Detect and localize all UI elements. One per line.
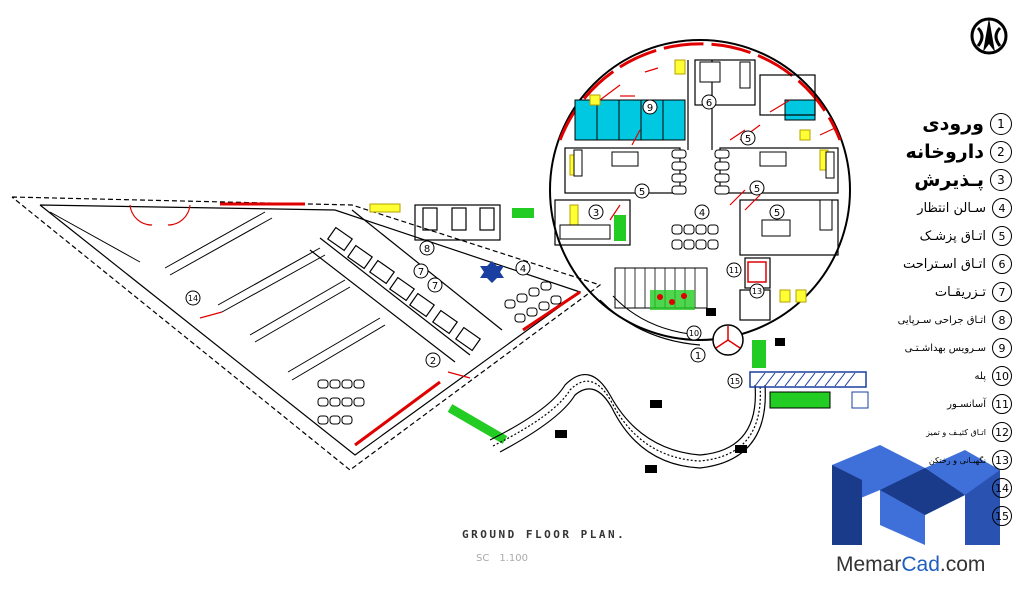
- legend-number: 8: [992, 310, 1012, 330]
- legend-label: نگهبـانی و رختکن: [928, 455, 986, 465]
- legend-label: اتـاق پزشـک: [919, 228, 986, 244]
- legend-label: سـالن انتظار: [917, 200, 986, 216]
- legend-row: 12 اتـاق کثیـف و تمیز: [802, 418, 1012, 446]
- memarcad-logo: [832, 445, 1000, 545]
- svg-text:9: 9: [647, 103, 653, 114]
- legend-number: 10: [992, 366, 1012, 386]
- legend-row: 8 اتـاق جراحی سـرپایی: [802, 306, 1012, 334]
- room-tags: 1 2 3 4 4 5 5 5 5 6 7 7 8 9 10 11 13 14 …: [185, 94, 785, 389]
- svg-text:11: 11: [729, 266, 739, 275]
- svg-text:7: 7: [418, 267, 424, 278]
- svg-text:5: 5: [745, 134, 751, 145]
- legend-number: 5: [992, 226, 1012, 246]
- legend-number: 14: [992, 478, 1012, 498]
- left-wing: [11, 196, 602, 471]
- brand-suffix: .com: [939, 553, 986, 576]
- legend-label: تـزریقـات: [934, 284, 986, 300]
- svg-text:8: 8: [424, 244, 430, 255]
- legend-label: ورودی: [922, 113, 984, 135]
- legend-number: 12: [992, 422, 1012, 442]
- plan-title: GROUND FLOOR PLAN.: [462, 528, 627, 541]
- legend-number: 4: [992, 198, 1012, 218]
- legend-label: اتـاق جراحی سـرپایی: [897, 314, 986, 326]
- north-arrow-icon: [970, 17, 1008, 55]
- svg-text:5: 5: [774, 208, 780, 219]
- scale-prefix: SC: [476, 553, 490, 564]
- brand-main: Memar: [836, 553, 902, 576]
- legend-row: 3 پـذیرش: [802, 166, 1012, 194]
- brand-accent: Cad: [901, 553, 940, 576]
- legend-row: 11 آسانسـور: [802, 390, 1012, 418]
- svg-text:1: 1: [695, 351, 701, 362]
- legend-row: 9 سـرویس بهداشـتـی: [802, 334, 1012, 362]
- scale-value: 1.100: [499, 553, 528, 564]
- svg-text:15: 15: [730, 377, 740, 386]
- legend-row: 13 نگهبـانی و رختکن: [802, 446, 1012, 474]
- legend-label: سـرویس بهداشـتـی: [904, 342, 986, 354]
- svg-text:14: 14: [188, 294, 198, 303]
- legend-label: داروخانه: [905, 141, 985, 163]
- legend-number: 7: [992, 282, 1012, 302]
- svg-text:3: 3: [593, 208, 599, 219]
- landscape: [447, 208, 831, 444]
- svg-text:13: 13: [752, 287, 762, 296]
- svg-text:4: 4: [520, 264, 526, 275]
- legend-row: 6 اتـاق اسـتراحت: [802, 250, 1012, 278]
- svg-text:2: 2: [430, 356, 436, 367]
- legend-number: 13: [992, 450, 1012, 470]
- svg-text:5: 5: [639, 187, 645, 198]
- legend-number: 2: [990, 141, 1012, 163]
- legend-row: 1 ورودی: [802, 110, 1012, 138]
- legend-row: 15: [802, 502, 1012, 530]
- legend-row: 14: [802, 474, 1012, 502]
- svg-text:7: 7: [432, 281, 438, 292]
- circular-block: [369, 39, 851, 346]
- legend-number: 11: [992, 394, 1012, 414]
- legend-number: 3: [990, 169, 1012, 191]
- legend-row: 7 تـزریقـات: [802, 278, 1012, 306]
- legend-number: 15: [992, 506, 1012, 526]
- legend-label: پله: [974, 370, 986, 382]
- svg-text:10: 10: [689, 329, 699, 338]
- scale-label: SC 1.100: [466, 553, 528, 564]
- svg-text:6: 6: [706, 98, 712, 109]
- svg-text:4: 4: [699, 208, 705, 219]
- legend-row: 4 سـالن انتظار: [802, 194, 1012, 222]
- brand-wordmark: MemarCad.com: [836, 553, 985, 577]
- legend-row: 10 پله: [802, 362, 1012, 390]
- legend-label: آسانسـور: [947, 398, 986, 410]
- legend-number: 9: [992, 338, 1012, 358]
- legend-label: اتـاق اسـتراحت: [902, 256, 986, 272]
- legend-number: 6: [992, 254, 1012, 274]
- legend-row: 5 اتـاق پزشـک: [802, 222, 1012, 250]
- compass-star-icon: [480, 261, 504, 283]
- legend-label: پـذیرش: [914, 169, 984, 191]
- legend-number: 1: [990, 113, 1012, 135]
- svg-text:5: 5: [754, 184, 760, 195]
- legend-label: اتـاق کثیـف و تمیز: [926, 427, 986, 437]
